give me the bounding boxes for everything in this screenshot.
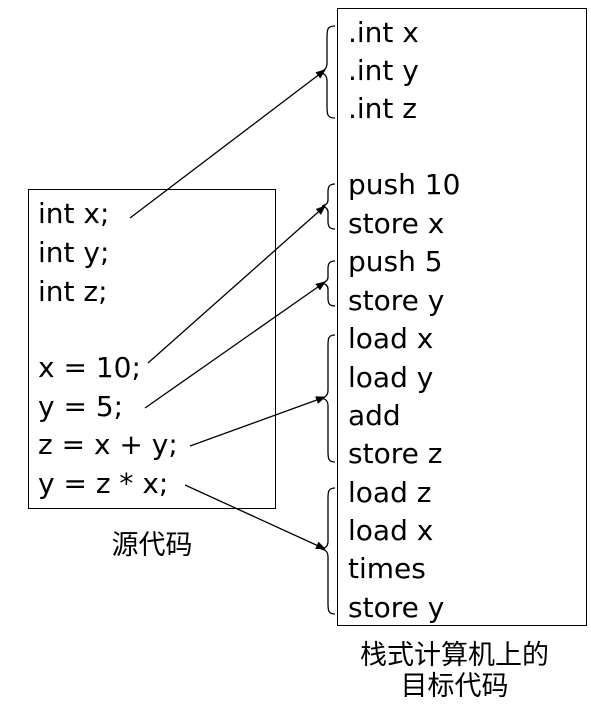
source-code-box — [28, 189, 276, 509]
target-line: store y — [348, 284, 445, 317]
arrow-decl — [129, 69, 326, 219]
target-caption: 栈式计算机上的 目标代码 — [322, 640, 587, 702]
target-line: .int y — [348, 54, 419, 87]
target-caption-line2: 目标代码 — [400, 671, 509, 702]
bracket-assign-y2 — [320, 487, 336, 615]
target-line: store x — [348, 207, 445, 240]
arrow-z — [189, 396, 326, 447]
target-line: load x — [348, 514, 434, 547]
target-line: load y — [348, 361, 434, 394]
source-line: x = 10; — [38, 351, 141, 384]
target-caption-line1: 栈式计算机上的 — [360, 640, 549, 671]
target-line: load x — [348, 322, 434, 355]
source-line: y = z * x; — [38, 467, 169, 500]
arrow-x — [147, 205, 326, 364]
target-line: add — [348, 399, 401, 432]
target-code-box — [337, 8, 587, 626]
source-line: z = x + y; — [38, 428, 178, 461]
target-line: push 10 — [348, 168, 461, 201]
target-line: push 5 — [348, 245, 443, 278]
source-line: int z; — [38, 275, 108, 308]
target-line: store z — [348, 437, 443, 470]
bracket-assign-z — [320, 334, 336, 463]
source-line: y = 5; — [38, 390, 124, 423]
target-line: store y — [348, 591, 445, 624]
arrow-y — [144, 281, 326, 409]
source-caption: 源代码 — [111, 530, 193, 561]
target-line: times — [348, 552, 426, 585]
target-line: load z — [348, 476, 432, 509]
source-line: int x; — [38, 197, 110, 230]
source-line: int y; — [38, 236, 110, 269]
target-line: .int x — [348, 16, 419, 49]
target-line: .int z — [348, 92, 418, 125]
arrow-y2 — [184, 484, 326, 550]
